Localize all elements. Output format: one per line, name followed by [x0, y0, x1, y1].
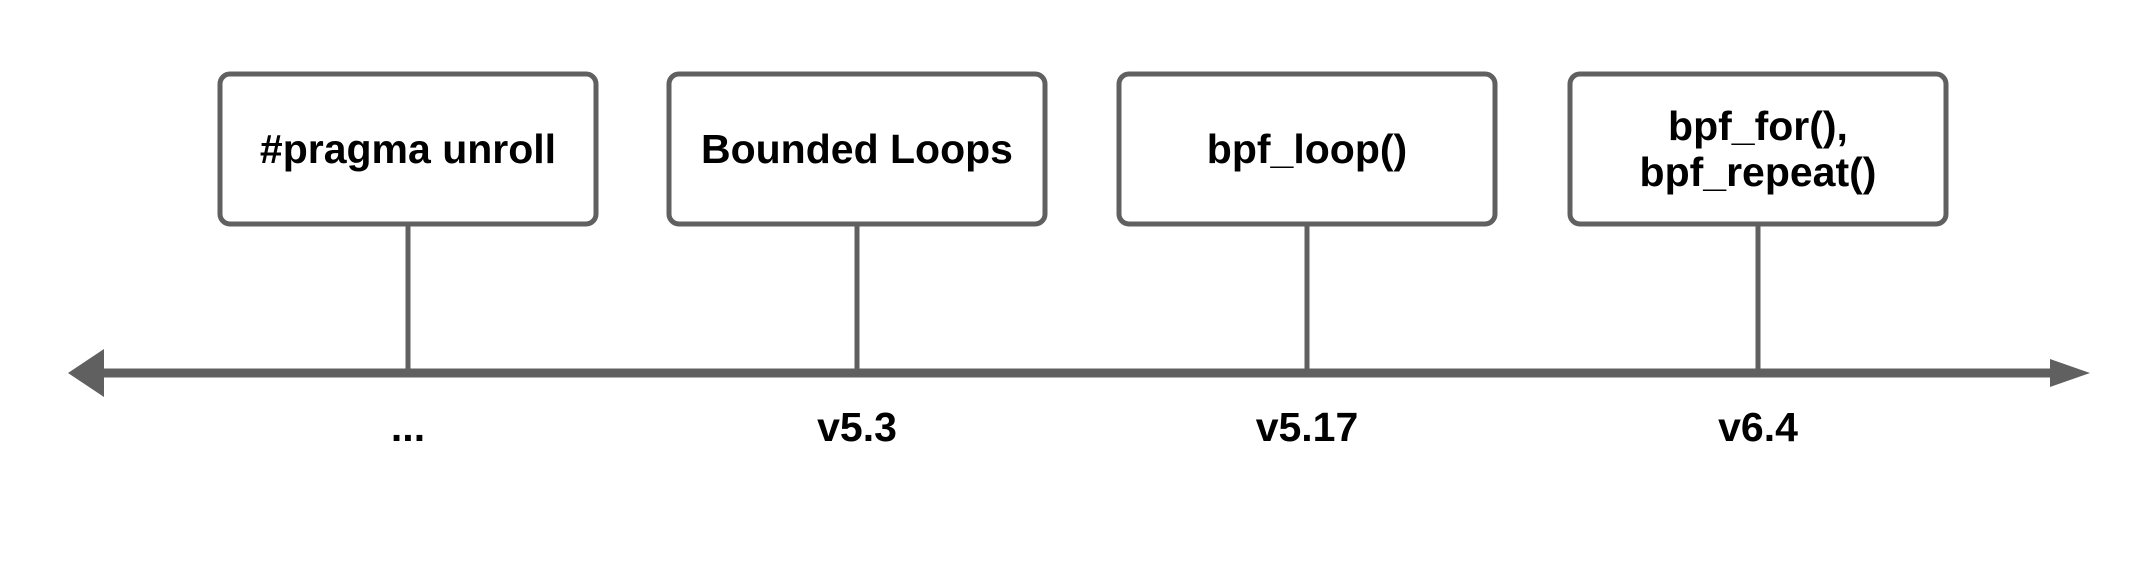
milestone-box-3: bpf_for(),bpf_repeat() — [1567, 71, 1949, 227]
version-label-3: v6.4 — [1718, 404, 1798, 450]
milestone-box-frame — [217, 71, 599, 227]
milestone-box-frame — [666, 71, 1048, 227]
milestone-box-frame — [1116, 71, 1498, 227]
stems-layer — [405, 224, 1761, 373]
right-arrowhead-icon — [2050, 359, 2090, 387]
milestone-label-line: bpf_repeat() — [1640, 149, 1877, 195]
version-labels: ... v5.3 v5.17 v6.4 — [391, 404, 1798, 450]
milestone-label-line: Bounded Loops — [701, 126, 1013, 172]
milestone-label-line: #pragma unroll — [260, 126, 556, 172]
version-label-2: v5.17 — [1256, 404, 1359, 450]
milestone-box-2: bpf_loop() — [1116, 71, 1498, 227]
milestone-label-line: bpf_loop() — [1207, 126, 1407, 172]
milestone-box-1: Bounded Loops — [666, 71, 1048, 227]
timeline-axis — [68, 349, 2090, 397]
milestone-box-0: #pragma unroll — [217, 71, 599, 227]
milestone-box-frame — [1567, 71, 1949, 227]
version-label-1: v5.3 — [817, 404, 897, 450]
milestone-label-line: bpf_for(), — [1668, 103, 1848, 149]
left-arrowhead-icon — [68, 349, 104, 397]
version-label-0: ... — [391, 404, 425, 450]
